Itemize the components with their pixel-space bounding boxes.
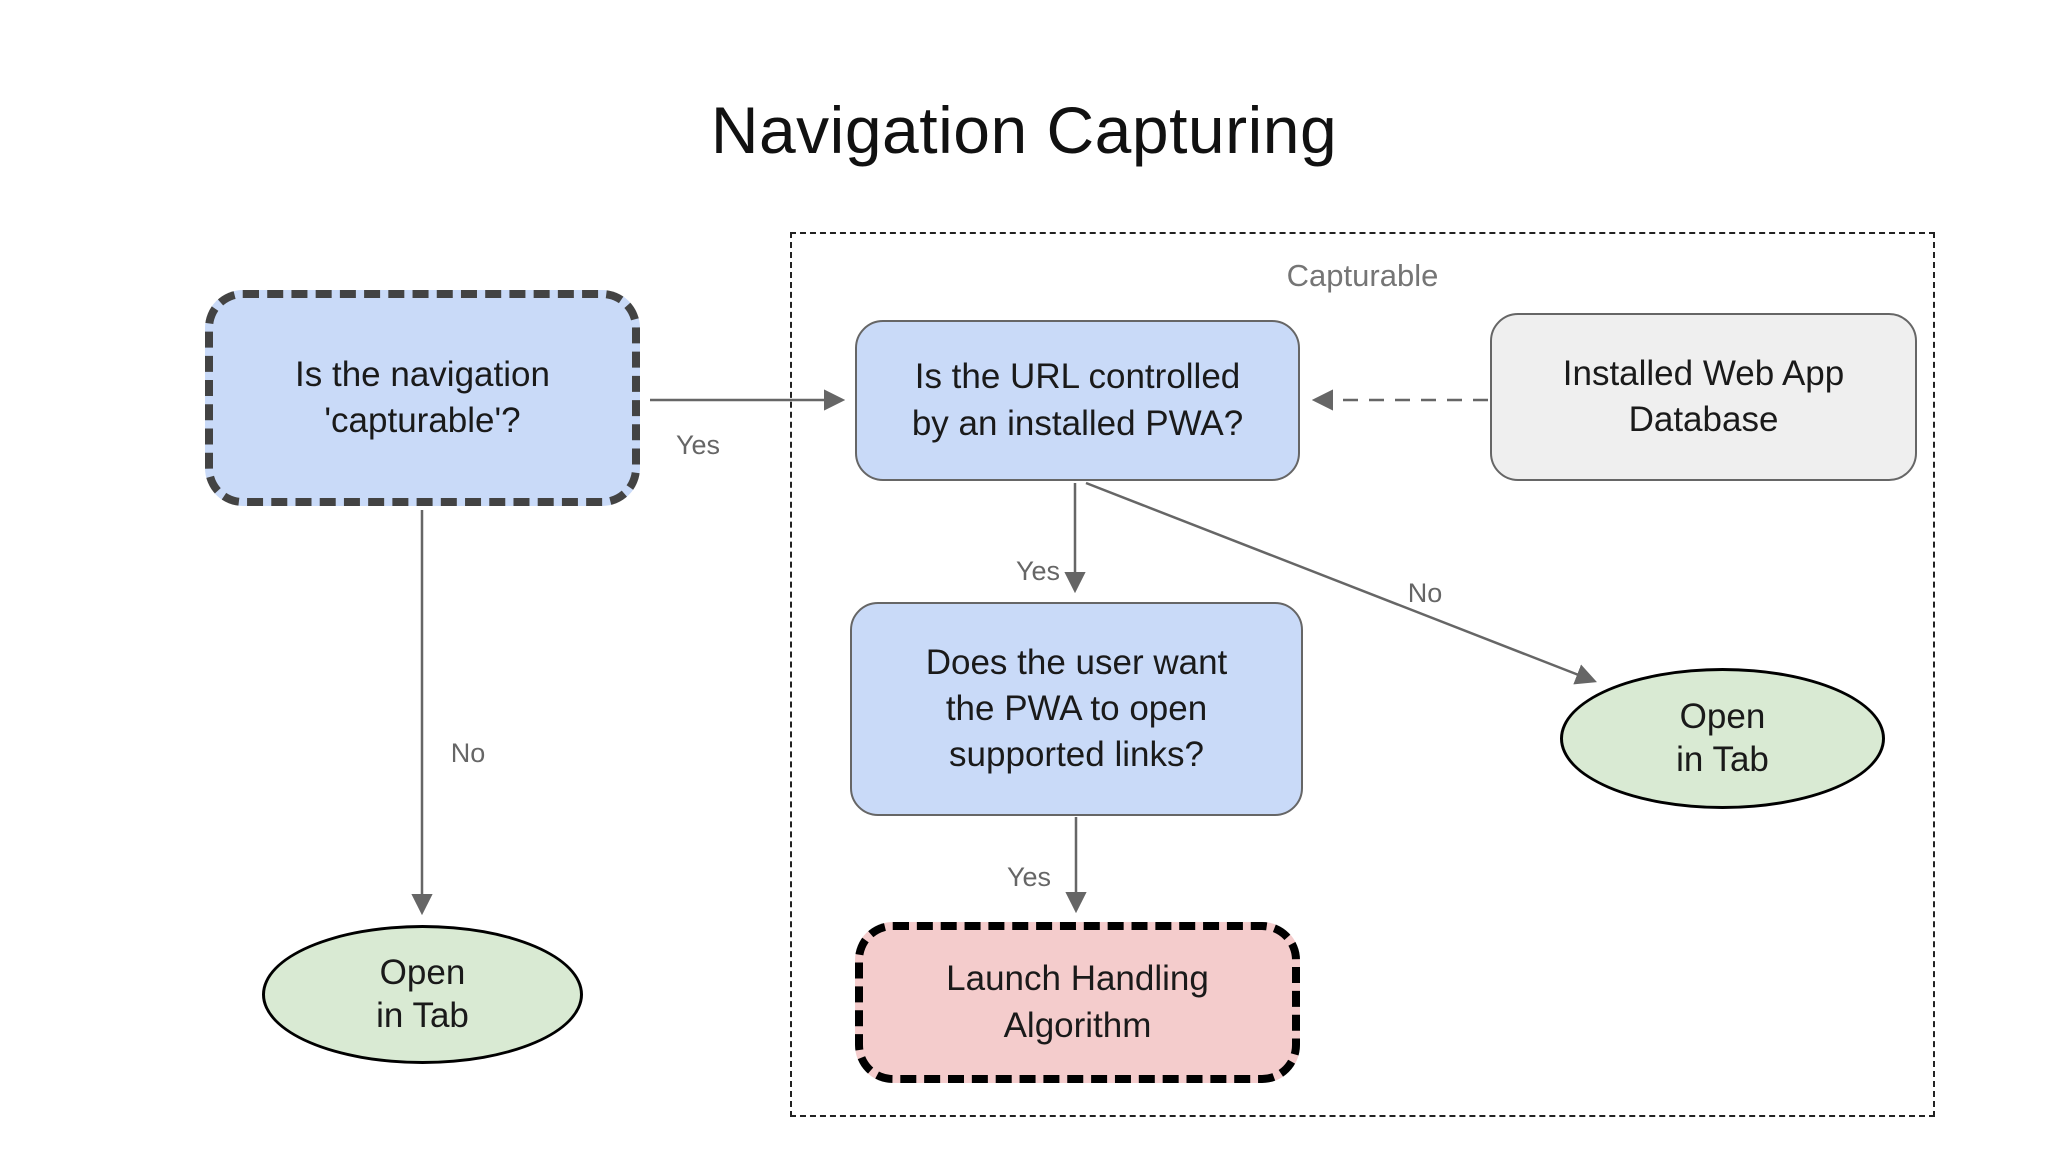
diagram-title: Navigation Capturing: [710, 93, 1338, 167]
node-installed-web-app-database: Installed Web App Database: [1490, 313, 1917, 481]
edge-label-controlled-no: No: [1407, 578, 1443, 608]
node-launch-handling-algorithm-label: Launch Handling Algorithm: [946, 959, 1209, 1045]
node-open-in-tab-left-label: Open in Tab: [376, 952, 469, 1035]
capturable-group-label: Capturable: [1286, 258, 1439, 293]
node-is-navigation-capturable: Is the navigation 'capturable'?: [205, 290, 640, 506]
node-launch-handling-algorithm: Launch Handling Algorithm: [855, 922, 1300, 1083]
node-open-in-tab-right-label: Open in Tab: [1676, 696, 1769, 779]
node-is-url-controlled-label: Is the URL controlled by an installed PW…: [911, 357, 1244, 443]
node-is-url-controlled: Is the URL controlled by an installed PW…: [855, 320, 1300, 481]
edge-label-capturable-no: No: [450, 738, 486, 768]
edge-label-controlled-yes: Yes: [1015, 556, 1061, 586]
node-does-user-want: Does the user want the PWA to open suppo…: [850, 602, 1303, 816]
node-does-user-want-label: Does the user want the PWA to open suppo…: [925, 642, 1228, 775]
node-installed-web-app-database-label: Installed Web App Database: [1562, 353, 1845, 439]
edge-label-user-want-yes: Yes: [1006, 862, 1052, 892]
node-is-navigation-capturable-label: Is the navigation 'capturable'?: [295, 354, 550, 440]
node-open-in-tab-right: Open in Tab: [1560, 668, 1885, 809]
capturable-group-container: [790, 232, 1935, 1117]
node-open-in-tab-left: Open in Tab: [262, 925, 583, 1064]
edge-label-capturable-yes: Yes: [675, 430, 721, 460]
